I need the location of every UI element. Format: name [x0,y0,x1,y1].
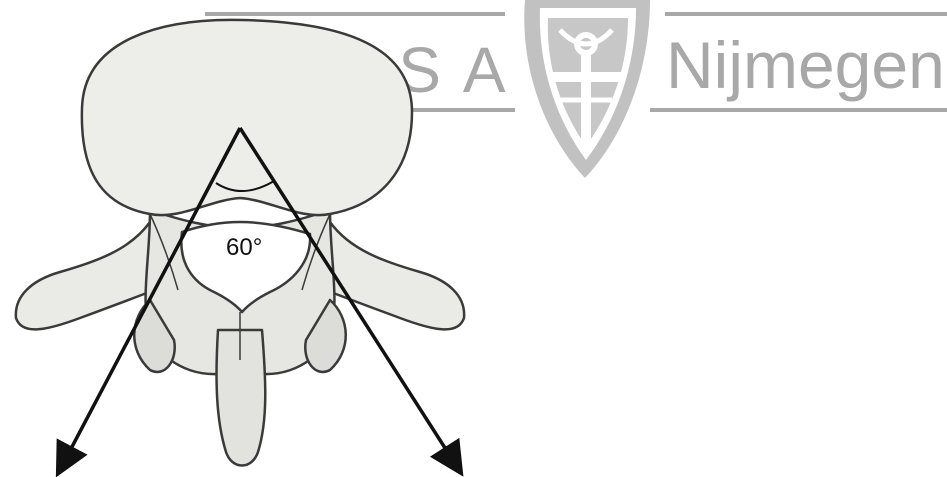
logo-text-nijmegen: Nijmegen [666,28,945,102]
angle-label: 60° [226,234,262,261]
shield-crest-icon [524,0,650,178]
vertebral-body [82,20,412,215]
spinous-process [217,330,266,466]
